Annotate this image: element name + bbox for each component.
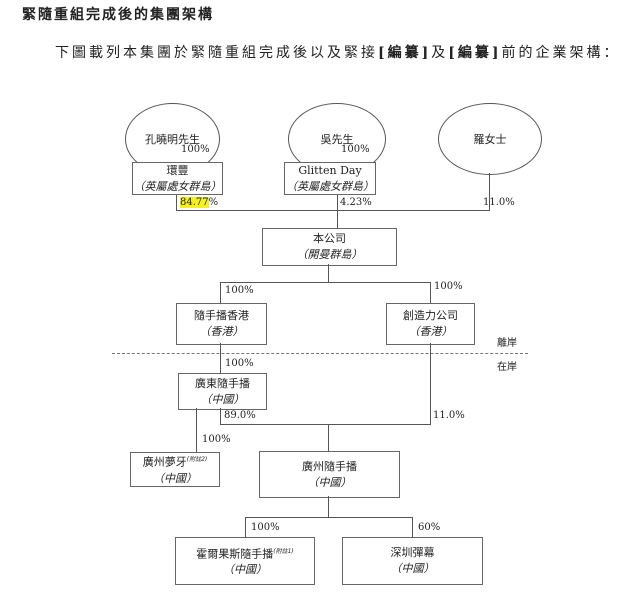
connector (430, 282, 431, 303)
connector (220, 424, 431, 425)
connector (328, 496, 329, 517)
entity-place: （中國） (390, 562, 435, 575)
connector (220, 282, 430, 283)
entity-creative: 創造力公司 （香港） (386, 303, 475, 345)
entity-place: （英屬處女群島） (133, 179, 222, 193)
entity-name: 霍爾果斯隨手播 (196, 547, 274, 561)
connector (412, 517, 413, 537)
redacted-2: [編纂] (448, 45, 502, 61)
intro-text: 下圖載列本集團於緊隨重組完成後以及緊接[編纂]及[編纂]前的企業架構： (55, 42, 621, 62)
shareholder-label: 羅女士 (473, 133, 507, 146)
entity-shenzhen-danmu: 深圳彈幕 （中國） (342, 537, 483, 585)
connector (328, 424, 329, 451)
intro-after: 前的企業架構： (501, 45, 621, 61)
offshore-onshore-divider (112, 353, 528, 354)
pct-suffix: % (208, 197, 219, 208)
pct-label: 100% (225, 285, 254, 296)
pct-label: 100% (341, 144, 370, 155)
connector (220, 408, 221, 424)
connector (328, 264, 329, 282)
entity-name: 創造力公司 (403, 309, 458, 322)
entity-company: 本公司 （開曼群島） (262, 228, 397, 266)
pct-label: 60% (418, 522, 441, 533)
pct-label: 100% (225, 358, 254, 369)
entity-name: Glitten Day (298, 163, 362, 177)
entity-name: 環豐 (166, 163, 189, 177)
pct-label: 89.0% (224, 410, 256, 421)
section-title: 緊隨重組完成後的集團架構 (22, 7, 214, 23)
footnote-ref: (附註1) (273, 547, 294, 555)
offshore-label: 離岸 (497, 338, 517, 349)
highlighted-value: 84.77 (180, 197, 209, 208)
connector (245, 517, 246, 537)
pct-label: 100% (251, 522, 280, 533)
pct-label: 100% (181, 144, 210, 155)
entity-name: 廣州夢牙 (142, 455, 187, 469)
entity-place: （中國） (307, 475, 352, 489)
entity-glitten-day: Glitten Day （英屬處女群島） (284, 162, 376, 195)
entity-place: （中國） (223, 563, 267, 577)
shareholder-luo: 羅女士 (438, 103, 542, 175)
entity-horgos: 霍爾果斯隨手播(附註1) （中國） (175, 537, 315, 585)
entity-place: （中國） (153, 471, 197, 485)
connector (245, 517, 413, 518)
pct-label: 11.0% (483, 197, 515, 208)
entity-place: （香港） (408, 325, 453, 338)
footnote-ref: (附註2) (186, 456, 208, 464)
intro-before: 下圖載列本集團於緊隨重組完成後以及緊接 (55, 45, 378, 61)
entity-huanfeng: 環豐 （英屬處女群島） (132, 162, 223, 195)
entity-name: 廣東隨手播 (195, 376, 250, 390)
redacted-1: [編纂] (378, 45, 432, 61)
entity-name: 隨手播香港 (194, 309, 249, 322)
entity-name: 本公司 (313, 232, 346, 245)
connector (196, 408, 197, 452)
pct-label: 100% (434, 281, 463, 292)
entity-guangdong: 廣東隨手播 （中國） (178, 373, 267, 410)
entity-guangzhou: 廣州隨手播 （中國） (259, 451, 400, 498)
connector (220, 282, 221, 303)
onshore-label: 在岸 (497, 362, 517, 373)
connector (176, 210, 490, 211)
connector (220, 343, 221, 373)
pct-label: 84.77% (180, 197, 218, 208)
shareholder-label: 孔曉明先生 (145, 133, 200, 146)
entity-mengya: 廣州夢牙(附註2) （中國） (130, 452, 220, 487)
entity-place: （英屬處女群島） (286, 179, 374, 193)
entity-hk: 隨手播香港 （香港） (176, 303, 267, 345)
entity-name: 廣州隨手播 (302, 459, 357, 473)
pct-label: 11.0% (433, 410, 465, 421)
pct-label: 100% (202, 434, 231, 445)
connector (489, 173, 490, 210)
entity-name: 深圳彈幕 (390, 546, 435, 559)
entity-place: （開曼群島） (296, 248, 363, 261)
intro-mid: 及 (431, 45, 449, 61)
connector (430, 343, 431, 424)
connector (337, 173, 338, 228)
entity-place: （香港） (199, 325, 244, 338)
entity-place: （中國） (200, 392, 245, 406)
pct-label: 4.23% (340, 197, 372, 208)
shareholder-label: 吳先生 (320, 133, 354, 146)
